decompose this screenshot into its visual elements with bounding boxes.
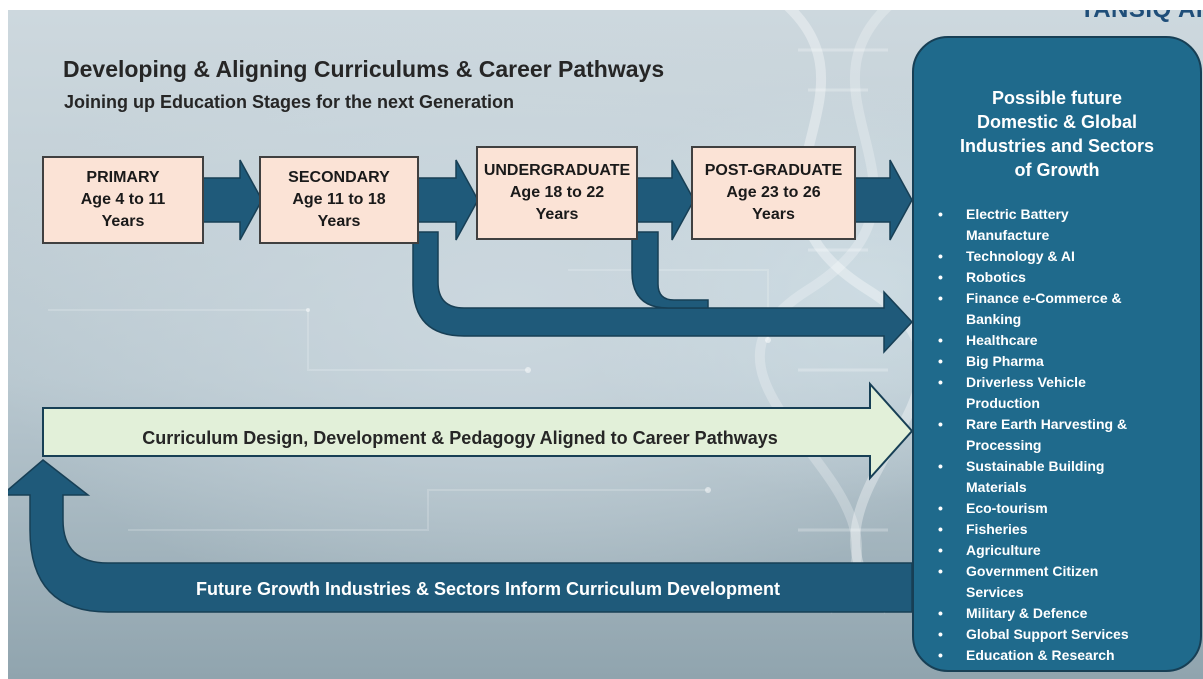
list-item: Technology & AI xyxy=(930,246,1184,267)
stage-arrow-1 xyxy=(202,159,263,241)
list-item: Healthcare xyxy=(930,330,1184,351)
list-item: Rare Earth Harvesting &Processing xyxy=(930,414,1184,456)
stage-unit: Years xyxy=(535,206,579,223)
panel-title-line: Industries and Sectors xyxy=(959,136,1155,156)
pathway-arrow xyxy=(412,231,914,354)
stage-unit: Years xyxy=(752,206,795,223)
list-item: Finance e-Commerce &Banking xyxy=(930,288,1184,330)
panel-title-line: Domestic & Global xyxy=(976,112,1138,132)
flow-arrows xyxy=(8,159,914,613)
feedback-arrow-shape xyxy=(8,459,913,613)
panel-title-line: of Growth xyxy=(1014,160,1100,180)
stage-primary: PRIMARY Age 4 to 11 Years xyxy=(42,156,204,244)
stage-age: Age 11 to 18 xyxy=(292,191,386,208)
stage-postgraduate: POST-GRADUATE Age 23 to 26 Years xyxy=(691,146,856,240)
stage-name: SECONDARY xyxy=(288,169,390,186)
stage-age: Age 4 to 11 xyxy=(80,191,166,208)
page-title: Developing & Aligning Curriculums & Care… xyxy=(63,56,665,82)
stage-name: PRIMARY xyxy=(86,169,160,186)
stage-age: Age 18 to 22 xyxy=(509,184,605,201)
stage-arrow-2 xyxy=(417,159,479,241)
stage-name: POST-GRADUATE xyxy=(704,162,843,179)
slide-canvas: TANSIQ AI Developing & Aligning Curricul… xyxy=(8,10,1203,679)
stage-secondary: SECONDARY Age 11 to 18 Years xyxy=(259,156,419,244)
list-item: Eco-tourism xyxy=(930,498,1184,519)
panel-title-line: Possible future xyxy=(991,88,1123,108)
stage-arrow-3 xyxy=(635,159,695,241)
curriculum-arrow-shape xyxy=(42,381,914,481)
list-item: Robotics xyxy=(930,267,1184,288)
curriculum-arrow-label: Curriculum Design, Development & Pedagog… xyxy=(142,428,778,448)
industries-panel-title: Possible future Domestic & Global Indust… xyxy=(938,86,1176,182)
list-item: Big Pharma xyxy=(930,351,1184,372)
stage-undergraduate: UNDERGRADUATE Age 18 to 22 Years xyxy=(476,146,638,240)
stage-age: Age 23 to 26 xyxy=(726,184,821,201)
list-item: Agriculture xyxy=(930,540,1184,561)
pathway-branch-arrow xyxy=(631,231,709,309)
list-item: Education & Research xyxy=(930,645,1184,666)
list-item: Fisheries xyxy=(930,519,1184,540)
stage-unit: Years xyxy=(317,213,361,230)
stage-name: UNDERGRADUATE xyxy=(483,162,631,179)
list-item: Global Support Services xyxy=(930,624,1184,645)
list-item: Military & Defence xyxy=(930,603,1184,624)
stage-unit: Years xyxy=(101,213,145,230)
feedback-arrow-label: Future Growth Industries & Sectors Infor… xyxy=(195,579,781,599)
industries-panel: Possible future Domestic & Global Indust… xyxy=(912,36,1202,672)
page-subtitle: Joining up Education Stages for the next… xyxy=(64,92,515,112)
brand-logo: TANSIQ AI xyxy=(1080,10,1203,24)
stage-arrow-4 xyxy=(853,159,913,241)
